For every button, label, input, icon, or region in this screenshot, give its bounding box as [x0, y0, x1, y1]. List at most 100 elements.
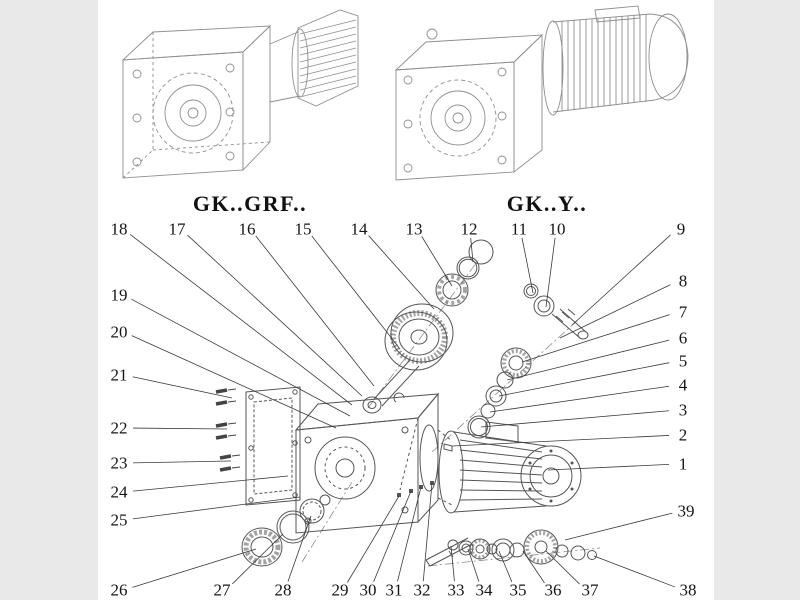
washer-right	[555, 544, 569, 558]
leader-line-25	[132, 496, 301, 520]
callout-7: 7	[678, 302, 688, 322]
callout-32: 32	[413, 580, 431, 600]
leader-line-1	[547, 464, 670, 471]
callout-1: 1	[678, 454, 688, 474]
housing-top-face	[394, 34, 544, 71]
motor-key	[443, 443, 453, 452]
callout-10: 10	[548, 219, 566, 239]
leader-line-8	[559, 284, 671, 339]
leader-line-27	[232, 533, 284, 585]
leader-line-14	[368, 235, 435, 310]
leader-line-3	[480, 410, 670, 428]
bore-circle	[430, 90, 486, 146]
motor-body	[552, 13, 689, 113]
output-bearing-parts	[241, 494, 331, 567]
small-gear	[469, 538, 491, 560]
leader-line-21	[132, 376, 233, 399]
housing-top-face	[121, 25, 272, 61]
motor-end-cap	[648, 13, 688, 101]
eyebolt	[426, 28, 438, 40]
housing-bolt-holes	[304, 426, 409, 525]
callout-15: 15	[294, 219, 312, 239]
variant-title-grf: GK..GRF..	[192, 191, 308, 216]
fin-cap-fins	[299, 19, 357, 98]
seal-ring	[299, 498, 325, 524]
small-washer	[319, 494, 331, 506]
leader-line-30	[373, 490, 412, 582]
flange-outline	[245, 386, 301, 506]
mounting-bolts	[215, 388, 241, 472]
callout-5: 5	[678, 351, 688, 371]
lower-bearing	[485, 385, 507, 407]
callout-29: 29	[331, 580, 349, 600]
spacer-ring	[496, 371, 514, 389]
motor-body	[453, 431, 547, 513]
callout-21: 21	[110, 365, 128, 385]
leader-line-29	[347, 495, 400, 583]
motor-fins	[561, 14, 647, 111]
end-washer	[587, 550, 597, 560]
fin-cap-outline	[297, 9, 359, 107]
paper-background	[98, 0, 714, 600]
gearbox-grf-drawing	[121, 9, 359, 179]
flange-screws	[397, 481, 434, 497]
callout-6: 6	[678, 328, 688, 348]
housing-front-face	[295, 417, 419, 534]
callout-8: 8	[678, 271, 688, 291]
leader-line-23	[132, 460, 232, 464]
leader-line-12	[470, 237, 474, 263]
leader-line-35	[498, 550, 513, 583]
large-helical-gear	[384, 303, 454, 371]
variant-title-y: GK..Y..	[506, 191, 588, 216]
gear-housing	[294, 392, 453, 534]
leader-line-33	[450, 545, 455, 582]
callout-4: 4	[678, 375, 688, 395]
leader-lines	[129, 234, 675, 588]
input-bearing	[435, 273, 469, 307]
callout-14: 14	[350, 219, 368, 239]
assembly-axes	[301, 257, 601, 567]
housing-front-face	[122, 51, 244, 179]
pinion-shaft	[362, 359, 420, 414]
leader-line-10	[545, 237, 556, 308]
leader-line-2	[451, 435, 670, 447]
mounting-flange-plate	[245, 386, 301, 506]
leader-line-18	[129, 234, 353, 406]
leader-line-16	[255, 235, 375, 387]
ring-36	[509, 542, 525, 558]
output-bearing	[491, 538, 515, 562]
motor-fins	[459, 439, 543, 501]
leader-line-31	[397, 486, 422, 582]
front-bore-hidden	[324, 446, 366, 490]
gearbox-y-drawing	[394, 5, 689, 181]
callout-22: 22	[110, 418, 128, 438]
output-gear	[523, 529, 559, 565]
callout-11: 11	[510, 219, 528, 239]
end-ring	[570, 545, 586, 561]
callout-31: 31	[385, 580, 403, 600]
flange-bolt-holes	[248, 389, 298, 503]
shaft-circle	[179, 99, 207, 127]
leader-line-22	[132, 427, 228, 430]
callout-36: 36	[544, 580, 562, 600]
callout-2: 2	[678, 425, 688, 445]
terminal-box	[485, 421, 519, 443]
callout-33: 33	[447, 580, 465, 600]
front-bore-center	[335, 458, 355, 478]
motor-mount-bore	[419, 424, 439, 492]
callout-25: 25	[110, 510, 128, 530]
leader-line-9	[571, 234, 671, 326]
retaining-rings	[456, 239, 494, 280]
exploded-parts-view	[215, 239, 601, 567]
fan-cowl	[520, 445, 582, 507]
callout-17: 17	[168, 219, 186, 239]
callout-27: 27	[213, 580, 231, 600]
leader-line-39	[564, 512, 673, 541]
shim-ring	[480, 403, 496, 419]
leader-line-11	[521, 237, 534, 294]
front-bore	[314, 436, 376, 500]
callout-19: 19	[110, 285, 128, 305]
callout-26: 26	[110, 580, 128, 600]
